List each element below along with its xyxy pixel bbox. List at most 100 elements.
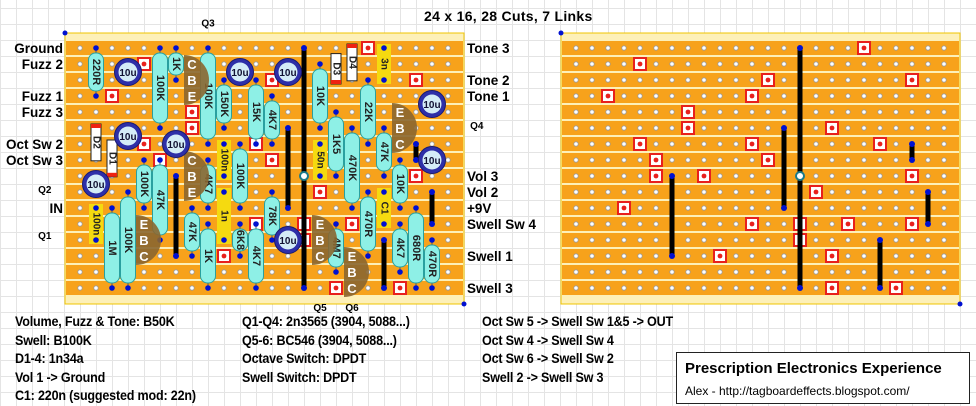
- hole: [749, 109, 755, 115]
- hole: [733, 269, 739, 275]
- hole: [317, 45, 323, 51]
- transistor-pin-label: E: [140, 217, 149, 232]
- hole: [877, 93, 883, 99]
- hole: [285, 269, 291, 275]
- hole: [77, 237, 83, 243]
- track-cut-dot: [141, 61, 147, 67]
- track-cut-dot: [845, 221, 851, 227]
- hole: [253, 173, 259, 179]
- hole: [733, 157, 739, 163]
- hole: [637, 237, 643, 243]
- capacitor-top: [166, 134, 186, 154]
- link-end-dot: [877, 285, 883, 291]
- hole: [749, 61, 755, 67]
- hole: [589, 109, 595, 115]
- hole: [77, 61, 83, 67]
- hole: [861, 125, 867, 131]
- hole: [253, 189, 259, 195]
- resistor: [136, 164, 152, 204]
- hole: [717, 237, 723, 243]
- hole: [893, 205, 899, 211]
- hole: [397, 77, 403, 83]
- resistor: [88, 52, 104, 92]
- hole: [637, 45, 643, 51]
- connection-label: Oct Sw 3: [6, 153, 64, 168]
- hole: [829, 77, 835, 83]
- hole: [765, 237, 771, 243]
- resistor-label: 47K: [186, 222, 198, 242]
- hole: [845, 173, 851, 179]
- hole: [349, 109, 355, 115]
- hole: [717, 141, 723, 147]
- hole: [445, 125, 451, 131]
- hole: [701, 157, 707, 163]
- resistor-label: 22K: [362, 102, 374, 122]
- hole: [621, 237, 627, 243]
- lead-dot: [189, 253, 195, 259]
- resistor: [264, 196, 280, 236]
- hole: [701, 109, 707, 115]
- hole: [845, 269, 851, 275]
- hole: [653, 45, 659, 51]
- resistor: [360, 84, 376, 140]
- hole: [733, 61, 739, 67]
- track-cut-dot: [829, 125, 835, 131]
- hole: [701, 269, 707, 275]
- hole: [781, 45, 787, 51]
- diode-label: D3: [331, 62, 342, 75]
- lead-dot: [365, 189, 371, 195]
- capacitor-label: C1: [379, 202, 390, 215]
- hole: [701, 205, 707, 211]
- transistor: [312, 215, 337, 265]
- hole: [221, 285, 227, 291]
- lead-dot: [365, 77, 371, 83]
- copper-strip: [562, 265, 959, 279]
- hole: [589, 61, 595, 67]
- track-cut-dot: [685, 125, 691, 131]
- transistor-label: Q3: [201, 18, 215, 29]
- resistor-label: 220R: [90, 59, 102, 85]
- lead-dot: [413, 205, 419, 211]
- transistor: [136, 215, 161, 265]
- lead-dot: [125, 189, 131, 195]
- hole: [605, 61, 611, 67]
- resistor: [360, 196, 376, 252]
- hole: [893, 141, 899, 147]
- hole: [909, 125, 915, 131]
- hole: [861, 109, 867, 115]
- hole: [397, 45, 403, 51]
- transistor: [184, 151, 209, 201]
- hole: [125, 157, 131, 163]
- hole: [669, 77, 675, 83]
- hole: [605, 285, 611, 291]
- lead-dot: [141, 157, 147, 163]
- track-cut-dot: [877, 141, 883, 147]
- copper-strip: [562, 137, 959, 151]
- copper-strip: [562, 105, 959, 119]
- link-end-dot: [301, 285, 307, 291]
- lead-dot: [381, 125, 387, 131]
- transistor-pin-label: E: [396, 105, 405, 120]
- hole: [717, 61, 723, 67]
- transistor-pin-label: E: [348, 249, 357, 264]
- hole: [173, 285, 179, 291]
- hole: [109, 77, 115, 83]
- lead-dot: [221, 125, 227, 131]
- lead-dot: [173, 45, 179, 51]
- track-cut-dot: [813, 189, 819, 195]
- hole: [829, 61, 835, 67]
- resistor-label: 1K: [170, 57, 182, 71]
- hole: [733, 189, 739, 195]
- resistor-label: 1M: [106, 240, 118, 255]
- hole: [829, 157, 835, 163]
- hole: [941, 93, 947, 99]
- hole: [845, 285, 851, 291]
- lead-dot: [253, 77, 259, 83]
- note-line: Swell 2 -> Swell Sw 3: [482, 369, 604, 385]
- hole: [445, 157, 451, 163]
- hole: [589, 125, 595, 131]
- hole: [701, 253, 707, 259]
- hole: [685, 45, 691, 51]
- hole: [669, 285, 675, 291]
